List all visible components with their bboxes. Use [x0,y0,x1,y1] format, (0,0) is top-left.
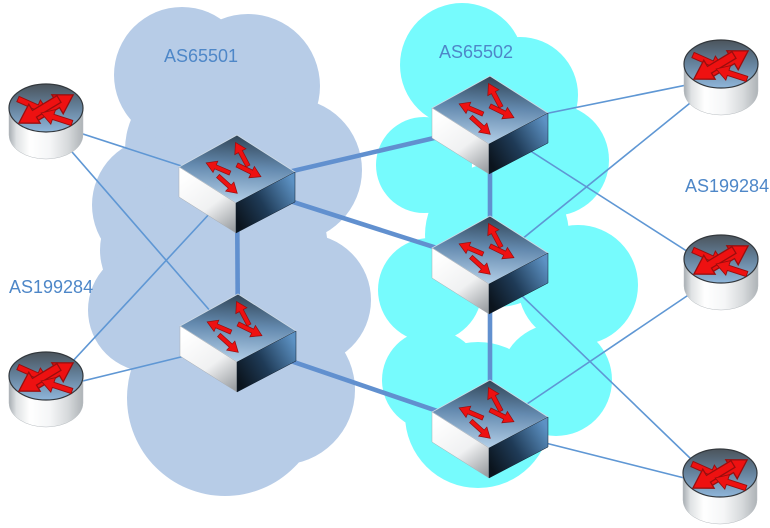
link-R2-S1 [45,183,238,391]
label-as65502: AS65502 [439,42,513,62]
as-label-layer: AS65501 AS65502 AS199284 AS199284 [9,42,769,297]
router-r5 [683,449,757,524]
link-R5-S4 [489,264,721,488]
router-r4 [684,235,758,310]
label-as199284-left: AS199284 [9,277,93,297]
link-R4-S5 [489,272,722,430]
router-r2 [9,352,83,427]
label-as199284-right: AS199284 [685,176,769,196]
cloud-as65501 [88,7,371,496]
link-R1-S2 [45,121,239,344]
label-as65501: AS65501 [164,46,238,66]
link-R3-S4 [489,77,722,266]
router-r3 [684,40,758,115]
router-r1 [9,84,83,159]
